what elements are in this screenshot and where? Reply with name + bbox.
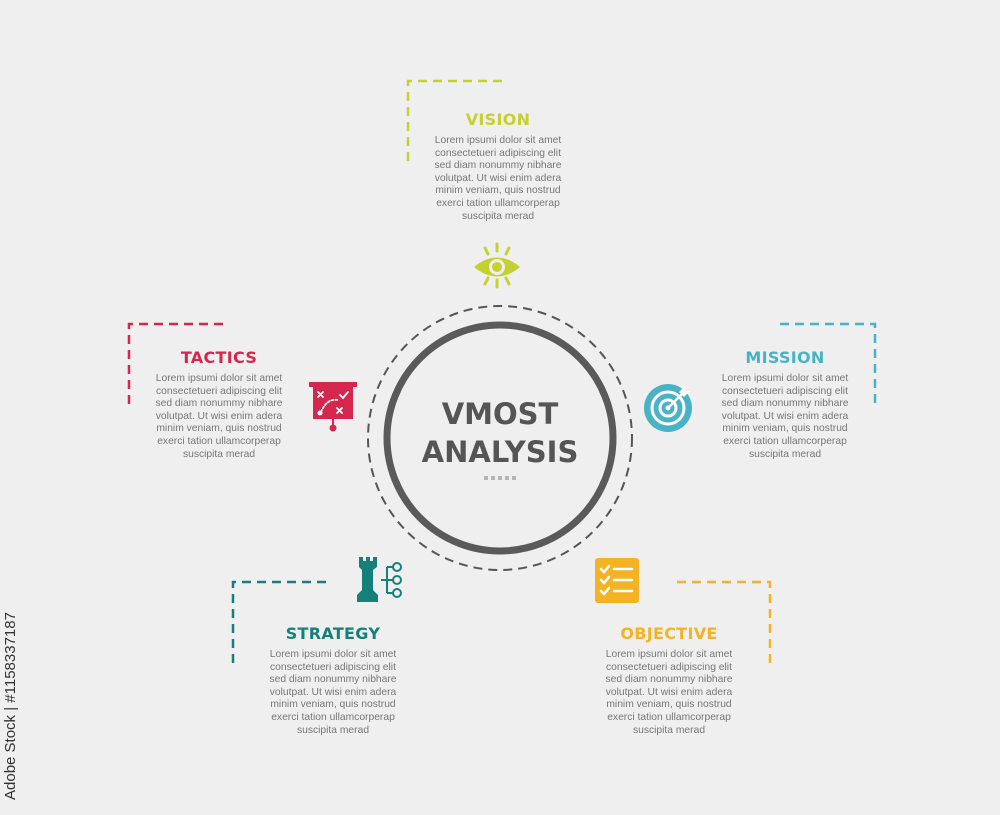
center-title-line2: ANALYSIS — [421, 435, 579, 469]
tactics-board-icon — [309, 382, 357, 432]
description-line: consectetueri adipiscing elit — [722, 385, 848, 397]
description-line: volutpat. Ut wisi enim adera — [434, 172, 562, 184]
description-line: sed diam nonummy nibhare — [605, 674, 733, 686]
description-line: exerci tation ullamcorperap — [157, 435, 281, 447]
checklist-icon — [595, 558, 639, 603]
description-line: Lorem ipsumi dolor sit amet — [434, 135, 562, 146]
vision-description: Lorem ipsumi dolor sit amet consectetuer… — [418, 135, 578, 223]
tactics-description: Lorem ipsumi dolor sit amet consectetuer… — [139, 373, 299, 461]
description-line: consectetueri adipiscing elit — [270, 661, 396, 673]
objective-title: OBJECTIVE — [620, 624, 718, 643]
strategy-section: STRATEGY Lorem ipsumi dolor sit amet con… — [253, 624, 413, 737]
description-line: consectetueri adipiscing elit — [156, 385, 282, 397]
mission-title: MISSION — [745, 348, 825, 367]
description-line: Lorem ipsumi dolor sit amet — [269, 649, 397, 660]
description-line: sed diam nonummy nibhare — [269, 674, 397, 686]
mission-description: Lorem ipsumi dolor sit amet consectetuer… — [705, 373, 865, 461]
strategy-description: Lorem ipsumi dolor sit amet consectetuer… — [253, 649, 413, 737]
stock-watermark: Adobe Stock | #1158337187 — [2, 612, 19, 800]
description-line: minim veniam, quis nostrud — [722, 423, 848, 435]
vision-bracket — [406, 79, 502, 163]
description-line: volutpat. Ut wisi enim adera — [269, 686, 397, 698]
description-line: minim veniam, quis nostrud — [156, 423, 282, 435]
outer-dashed-ring — [367, 305, 633, 571]
center-dots — [484, 476, 516, 480]
vision-section: VISION Lorem ipsumi dolor sit amet conse… — [418, 110, 578, 223]
mission-bracket — [780, 322, 877, 406]
mission-section: MISSION Lorem ipsumi dolor sit amet cons… — [705, 348, 865, 461]
description-line: minim veniam, quis nostrud — [435, 185, 561, 197]
objective-section: OBJECTIVE Lorem ipsumi dolor sit amet co… — [589, 624, 749, 737]
description-line: Lorem ipsumi dolor sit amet — [605, 649, 733, 660]
description-line: Lorem ipsumi dolor sit amet — [155, 373, 283, 384]
objective-description: Lorem ipsumi dolor sit amet consectetuer… — [589, 649, 749, 737]
description-line: exerci tation ullamcorperap — [436, 197, 560, 209]
tactics-section: TACTICS Lorem ipsumi dolor sit amet cons… — [139, 348, 299, 461]
description-line: sed diam nonummy nibhare — [721, 398, 849, 410]
eye-icon — [474, 242, 520, 289]
description-line: suscipita merad — [748, 448, 822, 460]
description-line: exerci tation ullamcorperap — [723, 435, 847, 447]
description-line: suscipita merad — [461, 210, 535, 222]
strategy-bracket — [231, 580, 326, 664]
strategy-title: STRATEGY — [285, 624, 381, 643]
description-line: volutpat. Ut wisi enim adera — [605, 686, 733, 698]
vision-title: VISION — [465, 110, 531, 129]
objective-bracket — [677, 580, 772, 664]
description-line: minim veniam, quis nostrud — [606, 699, 732, 711]
tactics-bracket — [127, 322, 223, 406]
description-line: exerci tation ullamcorperap — [607, 711, 731, 723]
description-line: volutpat. Ut wisi enim adera — [721, 410, 849, 422]
description-line: minim veniam, quis nostrud — [270, 699, 396, 711]
description-line: suscipita merad — [182, 448, 256, 460]
tactics-title: TACTICS — [180, 348, 258, 367]
description-line: sed diam nonummy nibhare — [155, 398, 283, 410]
description-line: Lorem ipsumi dolor sit amet — [721, 373, 849, 384]
description-line: exerci tation ullamcorperap — [271, 711, 395, 723]
center-title-line1: VMOST — [441, 397, 559, 431]
description-line: consectetueri adipiscing elit — [606, 661, 732, 673]
description-line: sed diam nonummy nibhare — [434, 160, 562, 172]
description-line: suscipita merad — [632, 724, 706, 736]
description-line: suscipita merad — [296, 724, 370, 736]
description-line: volutpat. Ut wisi enim adera — [155, 410, 283, 422]
description-line: consectetueri adipiscing elit — [435, 147, 561, 159]
center-ring — [383, 321, 617, 555]
target-icon — [644, 384, 692, 432]
chess-rook-icon — [357, 557, 402, 602]
center-title: VMOST ANALYSIS — [400, 395, 600, 471]
